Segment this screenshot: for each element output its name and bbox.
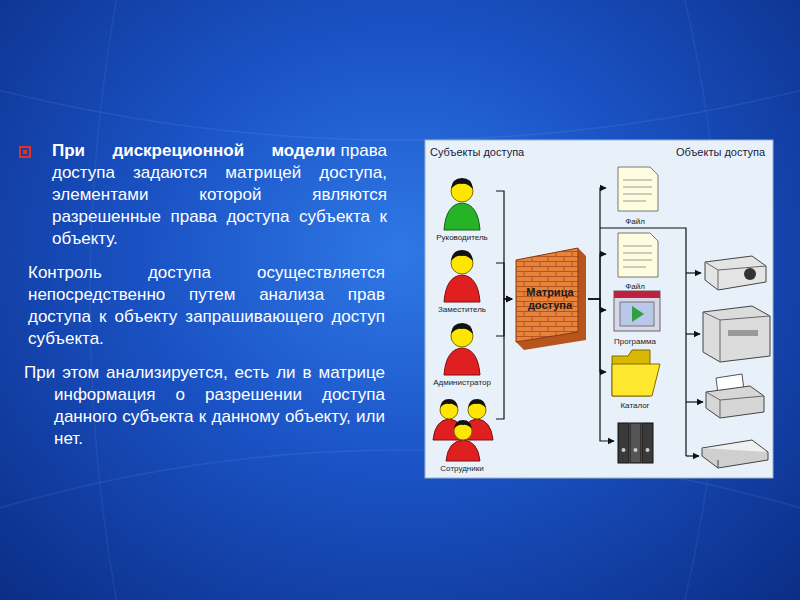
node-caption: Каталог [606, 401, 664, 410]
column-header: Объекты доступа [676, 146, 765, 158]
bold-lead-text: При дискреционной модели [52, 141, 335, 160]
node-caption: Администратор [428, 378, 496, 387]
paragraph-text: Контроль доступа осуществляется непосред… [28, 263, 385, 348]
matrix-title: Матрица доступа [512, 246, 588, 352]
object-node: Каталог [606, 348, 664, 410]
connector-arrow [496, 263, 512, 299]
connector-arrow [496, 299, 512, 419]
person-icon [444, 323, 480, 375]
wire-to-copier [686, 333, 700, 334]
program-window-icon [614, 291, 660, 331]
paragraph: При этом анализируется, есть ли в матриц… [24, 362, 385, 450]
header-text: Субъекты доступа [430, 146, 524, 158]
file-icon [618, 233, 658, 277]
node-caption: Сотрудники [428, 464, 496, 473]
access-matrix-wall: Матрица доступа [512, 246, 588, 352]
wire-to-printer [686, 401, 703, 402]
column-header: Субъекты доступа [430, 146, 524, 158]
node-caption: Заместитель [428, 305, 496, 314]
person-icon [444, 178, 480, 230]
object-node: Файл [606, 231, 664, 291]
people-group-icon [433, 399, 493, 461]
projector-icon [705, 256, 766, 290]
file-icon [618, 167, 658, 211]
subject-node: Заместитель [428, 248, 496, 314]
subject-node: Сотрудники [428, 397, 496, 473]
wire-to-archive [600, 300, 614, 441]
object-node: Программа [606, 289, 664, 346]
wire-to-projector [686, 272, 701, 273]
printer-icon [706, 374, 764, 418]
wire-to-devices [600, 228, 686, 456]
paragraph: При дискреционной моделиправа доступа за… [52, 140, 387, 250]
object-node: Файл [606, 164, 664, 226]
connector-arrow [496, 191, 512, 299]
subject-node: Администратор [428, 321, 496, 387]
connector-arrow [588, 254, 606, 299]
node-caption: Руководитель [428, 233, 496, 242]
connector-arrow [588, 188, 606, 299]
diagram-panel [425, 140, 773, 478]
scanner-icon [702, 440, 768, 468]
node-caption: Файл [606, 282, 664, 291]
folder-icon [612, 350, 660, 396]
archive-binders-icon [618, 423, 653, 463]
node-caption: Программа [606, 337, 664, 346]
node-caption: Файл [606, 217, 664, 226]
header-text: Объекты доступа [676, 146, 765, 158]
subject-node: Руководитель [428, 176, 496, 242]
wire-to-scanner [686, 455, 699, 456]
copier-icon [703, 306, 770, 362]
bullet-square [23, 150, 27, 154]
bullet-square [20, 147, 30, 157]
paragraph-text: При этом анализируется, есть ли в матриц… [24, 363, 385, 448]
connector-arrow [588, 299, 606, 310]
person-icon [444, 250, 480, 302]
paragraph: Контроль доступа осуществляется непосред… [28, 262, 385, 350]
background-arc [0, 80, 800, 140]
connector-arrow [588, 299, 606, 372]
